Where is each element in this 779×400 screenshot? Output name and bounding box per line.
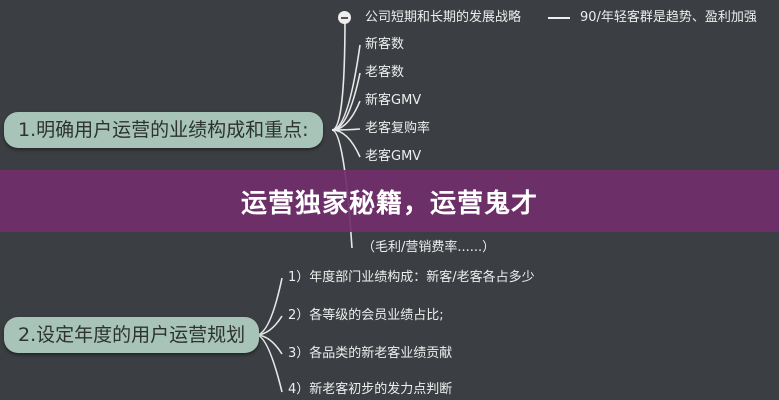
leaf-plan-4[interactable]: 4）新老客初步的发力点判断 xyxy=(288,382,453,397)
leaf-old-customers[interactable]: 老客数 xyxy=(365,65,405,80)
leaf-plan-2[interactable]: 2）各等级的会员业绩占比; xyxy=(288,308,444,323)
banner-title: 运营独家秘籍，运营鬼才 xyxy=(240,188,538,219)
mindmap-node-2[interactable]: 2.设定年度的用户运营规划 xyxy=(4,317,260,353)
title-banner: 运营独家秘籍，运营鬼才 xyxy=(0,170,779,232)
leaf-margin[interactable]: （毛利/营销费率......） xyxy=(362,240,496,255)
connector-dash xyxy=(548,17,570,19)
leaf-old-gmv[interactable]: 老客GMV xyxy=(365,149,422,164)
collapse-toggle-icon[interactable] xyxy=(338,11,351,24)
leaf-new-gmv[interactable]: 新客GMV xyxy=(365,93,422,108)
leaf-strategy[interactable]: 公司短期和长期的发展战略 xyxy=(365,10,522,25)
mindmap-node-1[interactable]: 1.明确用户运营的业绩构成和重点: xyxy=(4,112,323,148)
leaf-strategy-note[interactable]: 90/年轻客群是趋势、盈利加强 xyxy=(580,10,757,25)
node-2-label: 2.设定年度的用户运营规划 xyxy=(18,324,246,346)
node-1-label: 1.明确用户运营的业绩构成和重点: xyxy=(18,119,309,141)
leaf-plan-3[interactable]: 3）各品类的新老客业绩贡献 xyxy=(288,346,453,361)
leaf-new-customers[interactable]: 新客数 xyxy=(365,37,405,52)
leaf-repurchase-rate[interactable]: 老客复购率 xyxy=(365,121,431,136)
leaf-plan-1[interactable]: 1）年度部门业绩构成：新客/老客各占多少 xyxy=(288,270,535,285)
